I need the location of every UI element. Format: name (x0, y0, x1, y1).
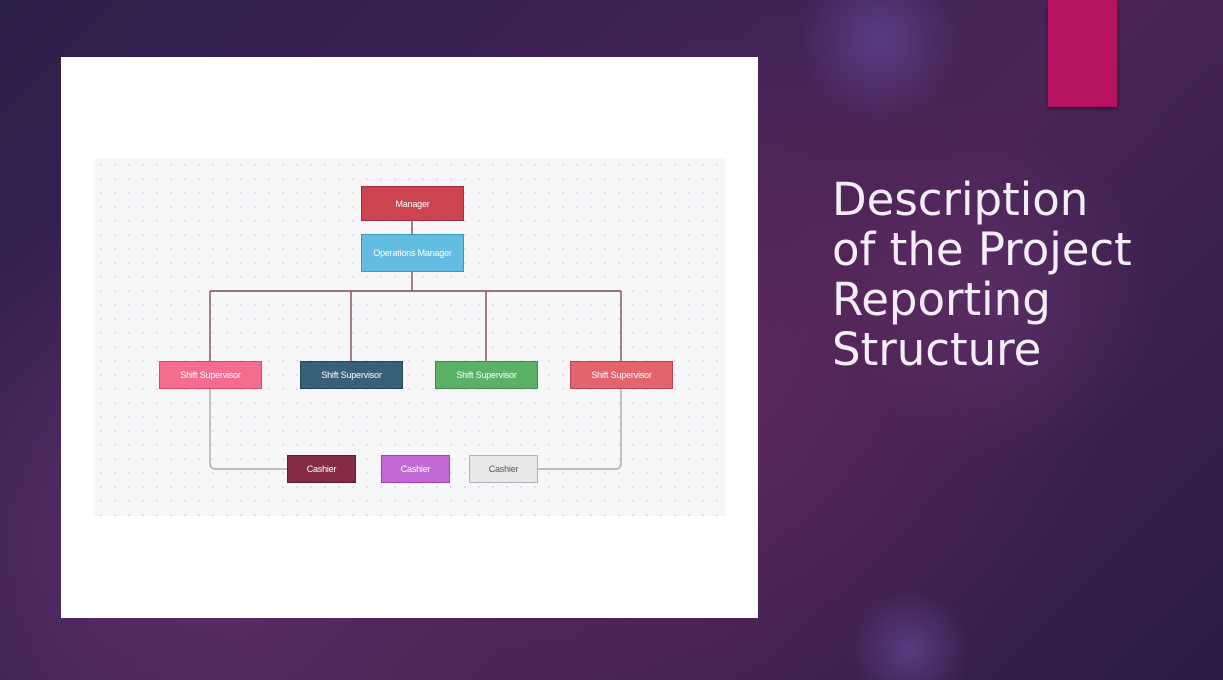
accent-bar (1048, 0, 1117, 107)
node-label: Cashier (306, 464, 337, 474)
org-chart-diagram: Manager Operations Manager Shift Supervi… (94, 158, 726, 516)
node-manager: Manager (361, 186, 464, 221)
node-label: Operations Manager (373, 248, 452, 258)
node-cashier-1: Cashier (287, 455, 356, 483)
slide-title: Description of the Project Reporting Str… (832, 175, 1202, 375)
node-label: Shift Supervisor (591, 370, 652, 380)
slide-title-line: Structure (832, 323, 1042, 376)
node-cashier-3: Cashier (469, 455, 538, 483)
slide-image-card: Manager Operations Manager Shift Supervi… (61, 57, 758, 618)
node-label: Shift Supervisor (456, 370, 517, 380)
node-label: Cashier (488, 464, 519, 474)
slide-title-line: of the Project (832, 223, 1132, 276)
node-label: Shift Supervisor (180, 370, 241, 380)
node-label: Cashier (400, 464, 431, 474)
connector-supervisor-1-cashier-1 (209, 388, 288, 470)
node-shift-supervisor-4: Shift Supervisor (570, 361, 673, 389)
node-shift-supervisor-1: Shift Supervisor (159, 361, 262, 389)
node-operations-manager: Operations Manager (361, 234, 464, 272)
slide-title-line: Description (832, 173, 1089, 226)
node-shift-supervisor-3: Shift Supervisor (435, 361, 538, 389)
org-chart-connectors (209, 220, 622, 470)
slide-title-line: Reporting (832, 273, 1051, 326)
connector-supervisor-4-cashier-3 (537, 388, 622, 470)
node-shift-supervisor-2: Shift Supervisor (300, 361, 403, 389)
node-label: Manager (395, 198, 430, 209)
node-cashier-2: Cashier (381, 455, 450, 483)
node-label: Shift Supervisor (321, 370, 382, 380)
